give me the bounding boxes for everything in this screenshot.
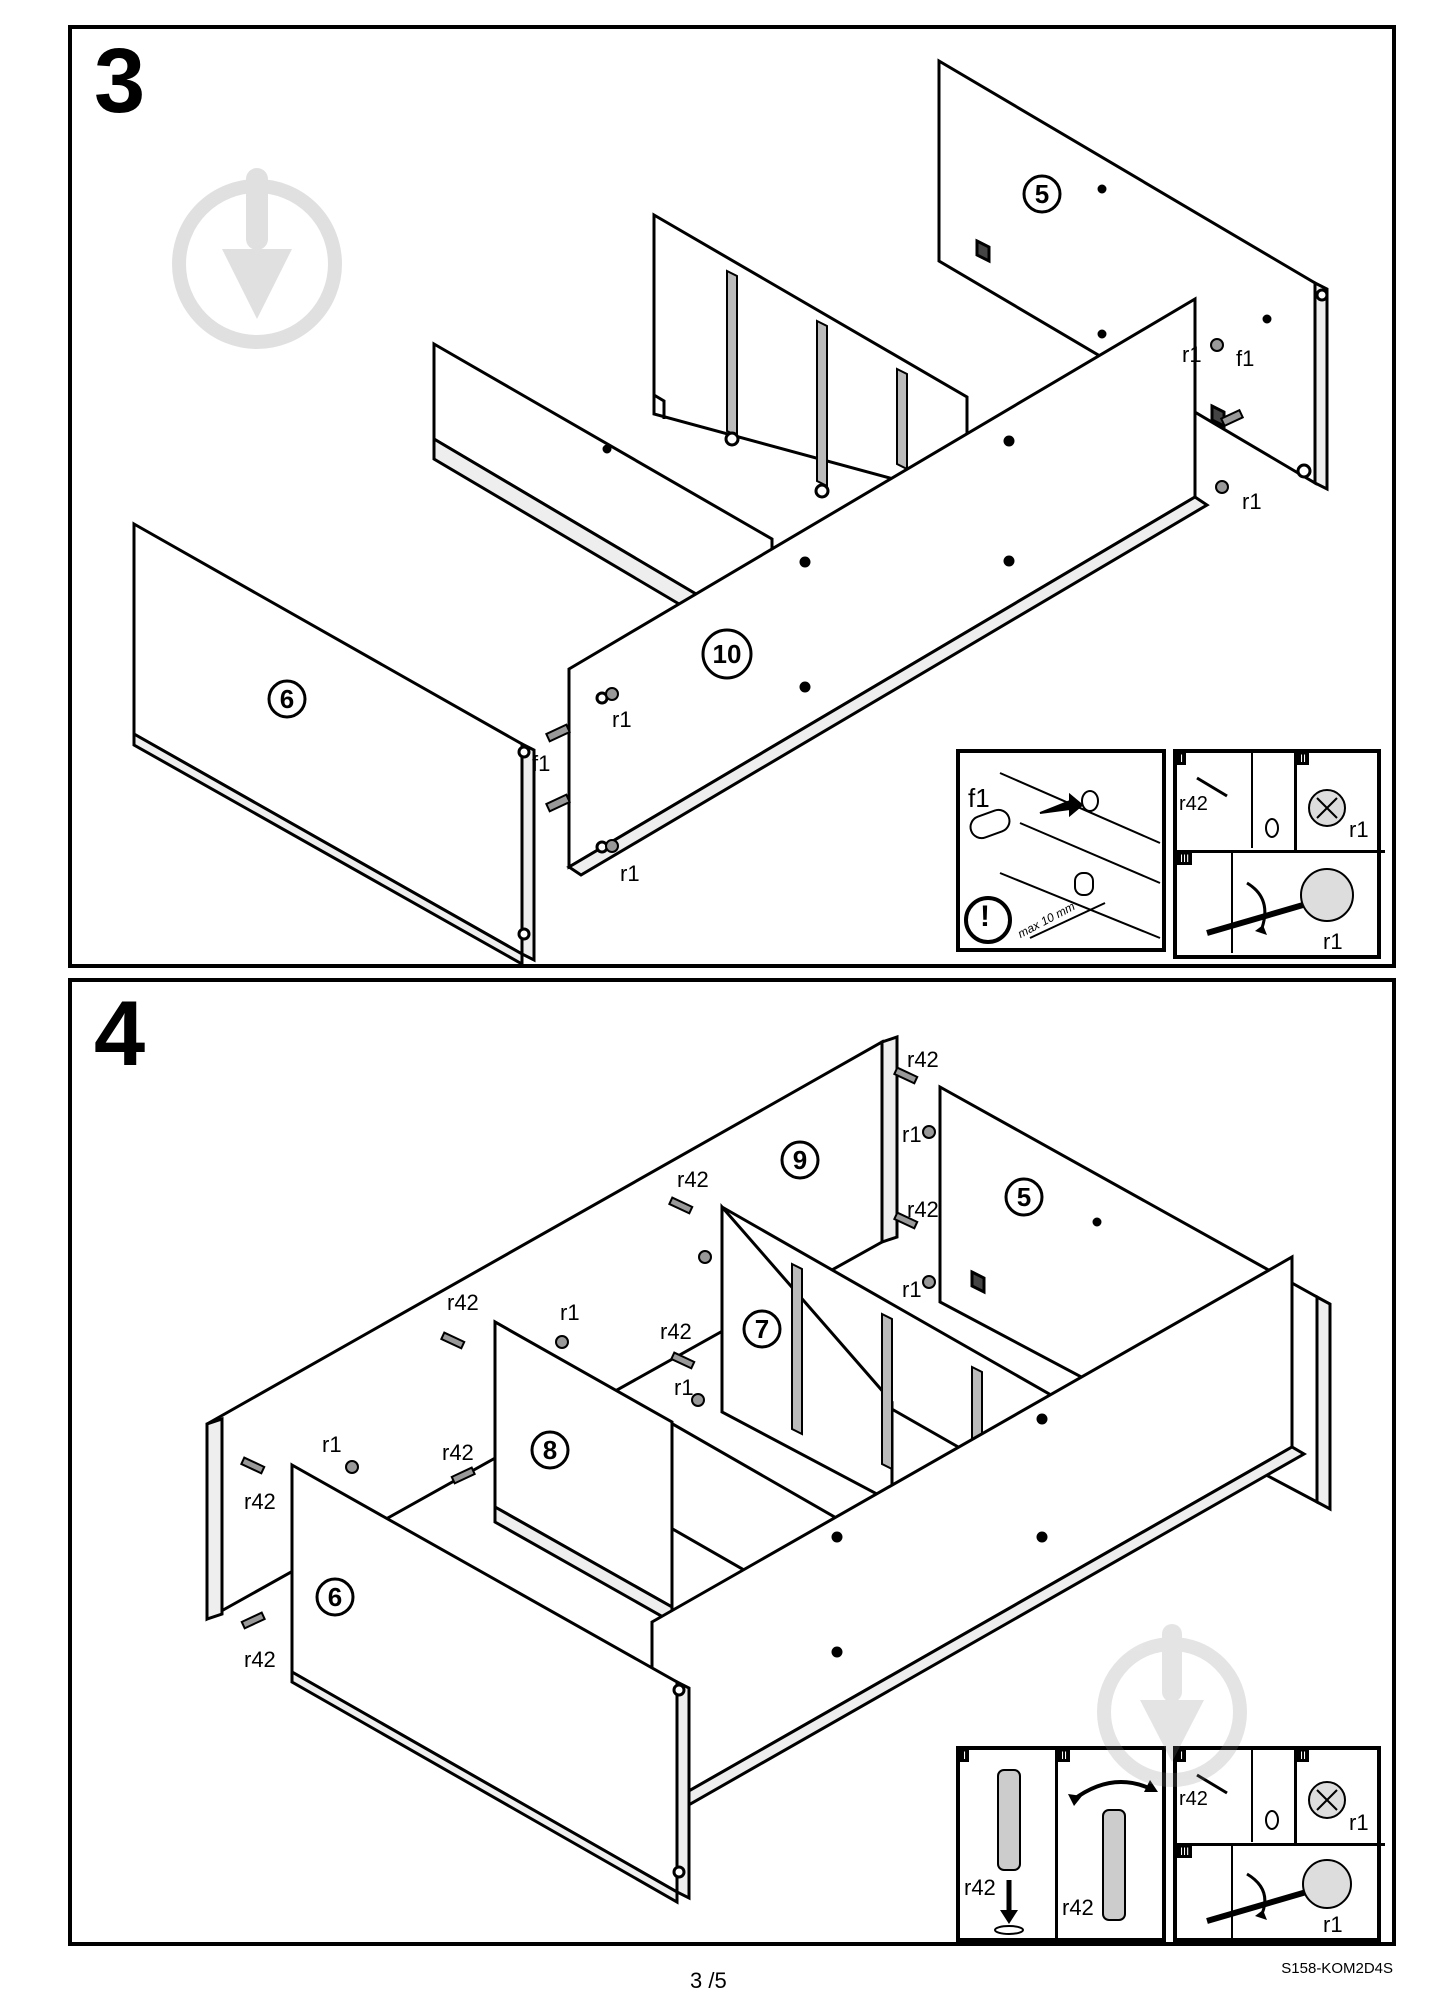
- download-arrow-icon: [172, 168, 342, 349]
- document-code: S158-KOM2D4S: [1281, 1960, 1393, 1977]
- hardware-markers: [545, 338, 1245, 853]
- hardware-markers: [240, 1066, 936, 1630]
- panel-9: [205, 1034, 899, 1622]
- hardware-label-r42: r42: [677, 1167, 709, 1192]
- step-iii-tag: III: [1177, 853, 1193, 865]
- inset-cam-step4: I r42 II r1 III: [1173, 1746, 1385, 1942]
- hardware-label-r1: r1: [1323, 929, 1343, 954]
- hardware-label-r1: r1: [1182, 342, 1202, 367]
- hardware-label-r1: r1: [1323, 1912, 1343, 1937]
- hardware-label-r42: r42: [1179, 793, 1208, 815]
- hardware-label-r1: r1: [674, 1375, 694, 1400]
- hardware-label-r1: r1: [612, 707, 632, 732]
- hardware-label-r42: r42: [1062, 1895, 1094, 1920]
- part-label-6-text: 6: [280, 684, 294, 714]
- step-i-tag: I: [960, 1750, 970, 1762]
- hardware-label-r1: r1: [902, 1122, 922, 1147]
- warning-mark: !: [980, 900, 990, 933]
- cam-step-ii: [1308, 1781, 1346, 1819]
- warning-icon: [964, 896, 1012, 944]
- part-label-5: [1022, 174, 1062, 214]
- step-4-panel: 4: [68, 978, 1396, 1946]
- step-i-tag: I: [1177, 753, 1187, 765]
- hardware-label-r42: r42: [447, 1290, 479, 1315]
- divider-panel: [652, 212, 969, 501]
- hardware-label-r1: r1: [322, 1432, 342, 1457]
- step-ii-tag: II: [1297, 1750, 1310, 1762]
- dowel-diagram: [964, 772, 1161, 944]
- step-ii-tag: II: [1297, 753, 1310, 765]
- cam-step-iii: [1206, 853, 1354, 953]
- cam-step-i: [1196, 753, 1279, 848]
- part-label-9: [780, 1140, 820, 1180]
- step-4-drawing: 9 5 7 8 6 r42 r1 r42 r42 r1 r42 r1 r42 r…: [205, 1034, 1332, 1905]
- inset-dowel: f1 ! max 10 mm: [956, 749, 1166, 952]
- part-label-9-text: 9: [793, 1145, 807, 1175]
- hardware-label-f1: f1: [1236, 346, 1254, 371]
- hardware-label-r1: r1: [620, 861, 640, 886]
- inset-label-f1: f1: [968, 783, 990, 813]
- cam-step-iii: [1206, 1846, 1352, 1938]
- download-arrow-icon: [1097, 1624, 1247, 1787]
- cam-step-i: [1196, 1750, 1279, 1842]
- step-number: 4: [94, 983, 146, 1085]
- part-label-8: [530, 1430, 570, 1470]
- hardware-label-r1: r1: [1349, 1810, 1369, 1835]
- part-label-5-text: 5: [1017, 1182, 1031, 1212]
- part-label-5: [1004, 1177, 1044, 1217]
- step-number: 3: [94, 30, 146, 132]
- step-3-panel: 3: [68, 25, 1396, 968]
- hardware-label-r1: r1: [1349, 817, 1369, 842]
- part-label-6-text: 6: [328, 1582, 342, 1612]
- step-3-drawing: 5 10 6 r1 f1 r1 r1 f1 r1: [132, 58, 1329, 964]
- cam-step-ii: [1308, 789, 1346, 827]
- page-number: 3 /5: [690, 1968, 727, 1993]
- bolt-step-ii: [1068, 1780, 1158, 1921]
- hardware-label-r42: r42: [244, 1647, 276, 1672]
- step-i-tag: I: [1177, 1750, 1187, 1762]
- inset-cam-step3: I r42 II r1 III: [1173, 749, 1385, 959]
- panel-6: [290, 1462, 691, 1905]
- part-label-10: [701, 628, 753, 680]
- hardware-label-r1: r1: [902, 1277, 922, 1302]
- bolt-step-i: [994, 1769, 1024, 1935]
- hardware-label-r1: r1: [560, 1300, 580, 1325]
- part-label-8-text: 8: [543, 1435, 557, 1465]
- part-label-7-text: 7: [755, 1314, 769, 1344]
- hardware-label-r42: r42: [442, 1440, 474, 1465]
- hardware-label-f1: f1: [532, 751, 550, 776]
- inset-bolt: I r42 II r42: [956, 1746, 1166, 1942]
- hardware-label-r42: r42: [964, 1875, 996, 1900]
- hardware-label-r42: r42: [1179, 1788, 1208, 1810]
- panel-8: [493, 1319, 854, 1635]
- hardware-label-r42: r42: [660, 1319, 692, 1344]
- hardware-label-r42: r42: [907, 1197, 939, 1222]
- part-label-7: [742, 1309, 782, 1349]
- panel-6: [132, 521, 536, 964]
- part-label-5-text: 5: [1035, 179, 1049, 209]
- part-label-10-text: 10: [713, 639, 742, 669]
- hardware-label-r42: r42: [244, 1489, 276, 1514]
- panel-5: [937, 58, 1329, 492]
- hardware-label-r42: r42: [907, 1047, 939, 1072]
- hardware-label-r1: r1: [1242, 489, 1262, 514]
- step-iii-tag: III: [1177, 1846, 1193, 1858]
- part-label-6: [315, 1577, 355, 1617]
- part-label-6: [267, 679, 307, 719]
- step-ii-tag: II: [1058, 1750, 1071, 1762]
